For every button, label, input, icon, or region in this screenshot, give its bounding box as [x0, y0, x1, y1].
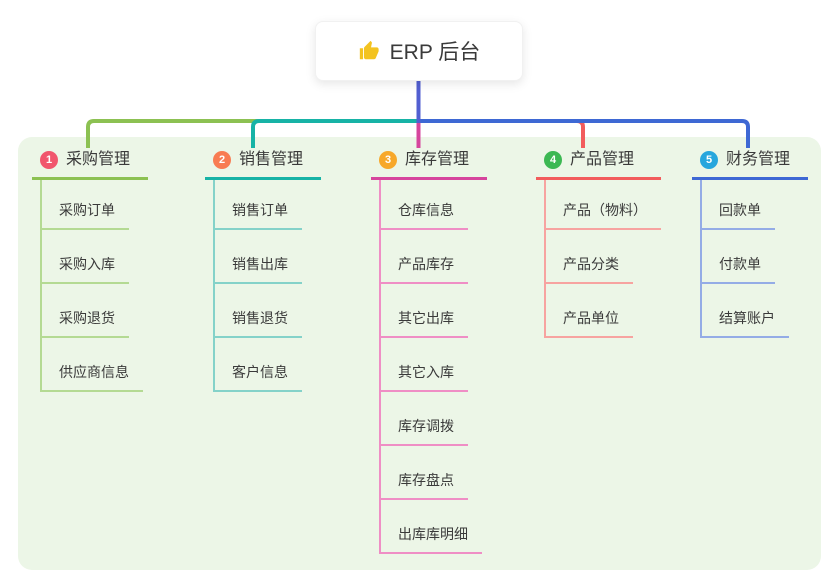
child-label: 库存盘点	[398, 472, 454, 488]
child-node[interactable]: 结算账户	[702, 284, 789, 338]
child-label: 销售出库	[232, 256, 288, 272]
branch-node-finance[interactable]: 5 财务管理	[692, 147, 808, 180]
branch-label: 产品管理	[570, 151, 635, 168]
branch-number-badge: 2	[213, 151, 231, 169]
branch-number-badge: 4	[544, 151, 562, 169]
child-label: 出库库明细	[398, 526, 468, 542]
child-label: 采购订单	[59, 202, 115, 218]
child-label: 其它入库	[398, 364, 454, 380]
branch-children: 采购订单采购入库采购退货供应商信息	[40, 180, 143, 392]
thumbs-up-icon	[358, 40, 380, 62]
root-node[interactable]: ERP 后台	[315, 21, 523, 81]
branch-purchase: 1 采购管理 采购订单采购入库采购退货供应商信息	[32, 147, 148, 392]
child-label: 销售退货	[232, 310, 288, 326]
child-node[interactable]: 销售退货	[215, 284, 302, 338]
child-label: 产品单位	[563, 310, 619, 326]
child-label: 其它出库	[398, 310, 454, 326]
child-node[interactable]: 销售订单	[215, 180, 302, 230]
branch-label: 采购管理	[66, 151, 131, 168]
child-node[interactable]: 付款单	[702, 230, 775, 284]
branch-label: 销售管理	[239, 151, 304, 168]
branch-product: 4 产品管理 产品（物料） 产品分类产品单位	[536, 147, 661, 338]
branch-children: 产品（物料） 产品分类产品单位	[544, 180, 661, 338]
child-node[interactable]: 出库库明细	[381, 500, 482, 554]
child-node[interactable]: 产品单位	[546, 284, 633, 338]
child-node[interactable]: 采购订单	[42, 180, 129, 230]
branch-finance: 5 财务管理 回款单付款单结算账户	[692, 147, 808, 338]
child-label: 产品库存	[398, 256, 454, 272]
branch-label: 财务管理	[726, 151, 791, 168]
branch-number-badge: 3	[379, 151, 397, 169]
child-label: 销售订单	[232, 202, 288, 218]
child-node[interactable]: 产品库存	[381, 230, 468, 284]
child-node[interactable]: 采购入库	[42, 230, 129, 284]
branch-children: 回款单付款单结算账户	[700, 180, 789, 338]
branch-node-inventory[interactable]: 3 库存管理	[371, 147, 487, 180]
child-node[interactable]: 客户信息	[215, 338, 302, 392]
child-node[interactable]: 仓库信息	[381, 180, 468, 230]
branch-number-badge: 5	[700, 151, 718, 169]
child-label: 客户信息	[232, 364, 288, 380]
child-node[interactable]: 其它入库	[381, 338, 468, 392]
child-label: 结算账户	[719, 310, 775, 326]
child-label: 回款单	[719, 202, 761, 218]
child-node[interactable]: 库存调拨	[381, 392, 468, 446]
mindmap-panel	[18, 137, 821, 570]
child-label: 库存调拨	[398, 418, 454, 434]
branch-sales: 2 销售管理 销售订单销售出库销售退货客户信息	[205, 147, 321, 392]
child-node[interactable]: 其它出库	[381, 284, 468, 338]
child-label: 产品分类	[563, 256, 619, 272]
branch-number-badge: 1	[40, 151, 58, 169]
child-label: 仓库信息	[398, 202, 454, 218]
child-node[interactable]: 产品分类	[546, 230, 633, 284]
child-node[interactable]: 采购退货	[42, 284, 129, 338]
child-node[interactable]: 产品（物料）	[546, 180, 661, 230]
child-label: 付款单	[719, 256, 761, 272]
root-title: ERP 后台	[389, 41, 481, 64]
branch-node-purchase[interactable]: 1 采购管理	[32, 147, 148, 180]
branch-children: 销售订单销售出库销售退货客户信息	[213, 180, 302, 392]
branch-node-sales[interactable]: 2 销售管理	[205, 147, 321, 180]
child-node[interactable]: 回款单	[702, 180, 775, 230]
child-label: 采购入库	[59, 256, 115, 272]
child-label: 产品（物料）	[563, 202, 647, 218]
child-node[interactable]: 库存盘点	[381, 446, 468, 500]
child-node[interactable]: 供应商信息	[42, 338, 143, 392]
child-node[interactable]: 销售出库	[215, 230, 302, 284]
branch-node-product[interactable]: 4 产品管理	[536, 147, 661, 180]
branch-label: 库存管理	[405, 151, 470, 168]
child-label: 采购退货	[59, 310, 115, 326]
branch-inventory: 3 库存管理 仓库信息产品库存其它出库其它入库库存调拨库存盘点出库库明细	[371, 147, 487, 554]
child-label: 供应商信息	[59, 364, 129, 380]
branch-children: 仓库信息产品库存其它出库其它入库库存调拨库存盘点出库库明细	[379, 180, 482, 554]
